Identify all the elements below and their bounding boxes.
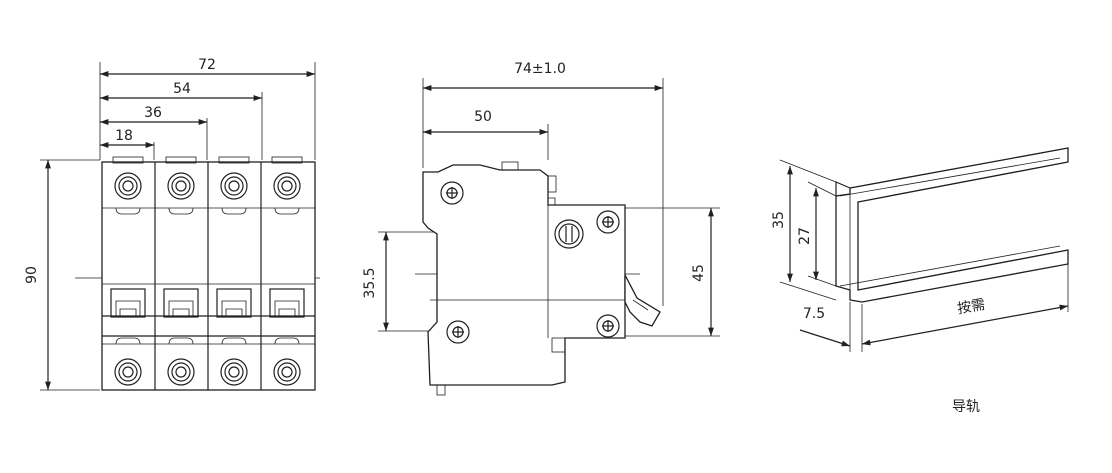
rivet-icon — [554, 219, 584, 249]
dim-line-rail-flange — [799, 329, 851, 347]
toggle-handle-icons — [110, 288, 305, 318]
dim-rail-flange: 7.5 — [803, 306, 825, 322]
dim-mount-height: 35.5 — [362, 267, 378, 298]
dim-terminal-span: 45 — [691, 264, 707, 282]
dim-rail-height-outer: 35 — [771, 211, 787, 229]
dim-depth-front: 50 — [474, 109, 492, 125]
dim-width-total: 72 — [198, 57, 216, 73]
dim-width-3p: 54 — [173, 81, 191, 97]
dim-depth: 74±1.0 — [514, 61, 566, 77]
rail-view: 35 27 7.5 按需 导轨 — [771, 147, 1069, 415]
front-view: 72 54 36 18 90 — [24, 57, 320, 391]
bottom-terminal-icons — [114, 337, 301, 386]
dim-height: 90 — [24, 266, 40, 284]
dim-line-rail-length — [861, 304, 1069, 346]
lever-icon — [624, 274, 661, 327]
top-terminal-icons — [114, 172, 301, 215]
dim-width-1p: 18 — [115, 128, 133, 144]
dim-rail-height-inner: 27 — [797, 227, 813, 245]
side-view: 74±1.0 50 35.5 45 — [362, 61, 720, 396]
side-screw-icons — [440, 181, 620, 344]
dim-width-2p: 36 — [144, 105, 162, 121]
dim-rail-length: 按需 — [956, 297, 986, 318]
rail-caption: 导轨 — [952, 399, 980, 415]
